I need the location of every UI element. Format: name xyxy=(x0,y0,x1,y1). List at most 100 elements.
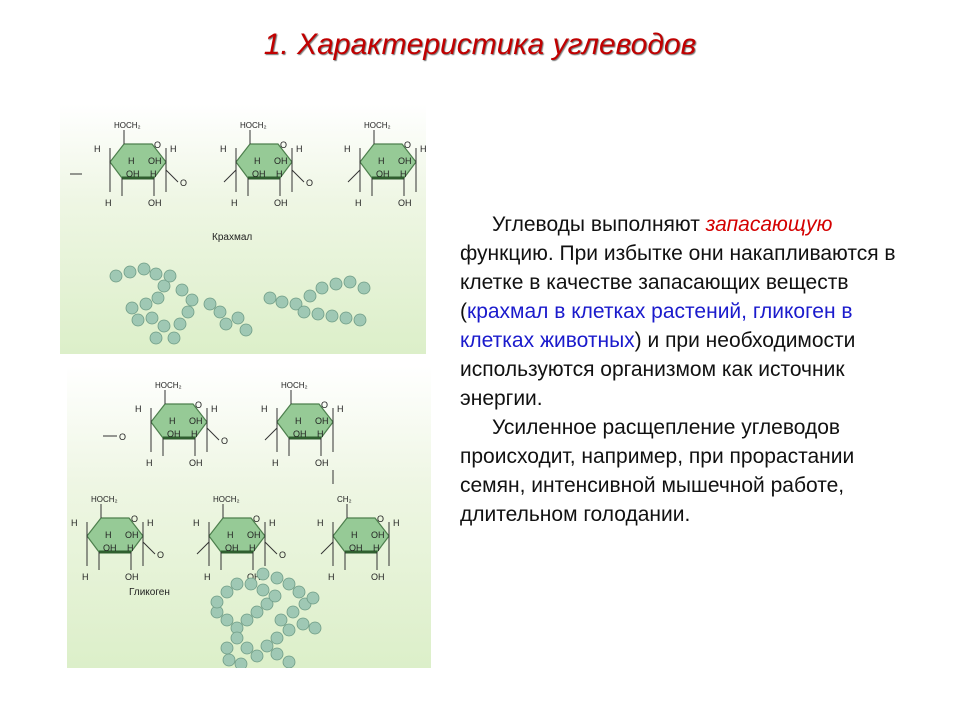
glucose-bead xyxy=(274,613,288,627)
oxygen-label: O xyxy=(280,140,287,150)
glycosidic-bond xyxy=(206,427,220,441)
h-label: H xyxy=(170,144,177,154)
h-label: H xyxy=(355,198,362,208)
h-label: H xyxy=(105,198,112,208)
h-label: H xyxy=(378,156,385,166)
h-label: H xyxy=(146,458,153,468)
h-label: H xyxy=(295,416,302,426)
glucose-bead xyxy=(210,595,224,609)
oh-label: OH xyxy=(252,169,266,179)
oh-label: OH xyxy=(148,156,162,166)
glucose-bead xyxy=(157,319,171,333)
bridge-oxygen-label: O xyxy=(221,436,228,446)
glucose-bead xyxy=(325,309,339,323)
h-label: H xyxy=(337,404,344,414)
glucose-bead xyxy=(220,585,234,599)
glucose-bead xyxy=(163,269,177,283)
oh-label: OH xyxy=(274,198,288,208)
starch-label: Крахмал xyxy=(212,232,252,243)
h-label: H xyxy=(105,530,112,540)
glucose-bead xyxy=(131,313,145,327)
oxygen-label: O xyxy=(131,514,138,524)
h-label: H xyxy=(373,543,380,553)
oxygen-label: O xyxy=(195,400,202,410)
glucose-bead xyxy=(222,653,236,667)
oh-label: OH xyxy=(371,530,385,540)
oh-label: OH xyxy=(189,416,203,426)
glycosidic-bond xyxy=(320,541,334,555)
glycogen-label: Гликоген xyxy=(129,587,170,598)
oh-label: OH xyxy=(167,429,181,439)
glucose-bead xyxy=(353,313,367,327)
glucose-bead xyxy=(306,591,320,605)
oh-label: OH xyxy=(126,169,140,179)
h-label: H xyxy=(204,572,211,582)
examples-text: крахмал в клетках растений, гликоген в к… xyxy=(460,300,853,352)
oh-label: OH xyxy=(247,530,261,540)
glucose-bead xyxy=(270,631,284,645)
glucose-bead xyxy=(268,589,282,603)
glucose-bead xyxy=(315,281,329,295)
glucose-bead xyxy=(282,577,296,591)
glucose-bead xyxy=(185,293,199,307)
h-label: H xyxy=(71,518,78,528)
glucose-bead xyxy=(303,289,317,303)
glucose-bead xyxy=(219,317,233,331)
h-label: H xyxy=(254,156,261,166)
h-label: H xyxy=(82,572,89,582)
glucose-bead xyxy=(270,571,284,585)
body-text: Углеводы выполняют запасающую функцию. П… xyxy=(460,210,900,529)
h-label: H xyxy=(135,404,142,414)
glycosidic-bond xyxy=(347,169,361,183)
bridge-oxygen-label: O xyxy=(306,178,313,188)
oh-label: OH xyxy=(349,543,363,553)
glucose-bead xyxy=(339,311,353,325)
glucose-bead xyxy=(270,647,284,661)
oh-label: OH xyxy=(247,572,261,582)
oh-label: OH xyxy=(315,416,329,426)
glucose-bead xyxy=(244,577,258,591)
glycosidic-bond xyxy=(196,541,210,555)
glucose-bead xyxy=(275,295,289,309)
glucose-bead xyxy=(203,297,217,311)
glucose-bead xyxy=(329,277,343,291)
oh-label: OH xyxy=(103,543,117,553)
h-label: H xyxy=(317,429,324,439)
glucose-bead xyxy=(181,305,195,319)
glucose-bead xyxy=(149,267,163,281)
h-label: H xyxy=(328,572,335,582)
h-label: H xyxy=(147,518,154,528)
glucose-bead xyxy=(357,281,371,295)
hoch2-label: HOCH₂ xyxy=(240,121,267,130)
glucose-bead xyxy=(149,331,163,345)
h-label: H xyxy=(269,518,276,528)
h-label: H xyxy=(150,169,157,179)
hoch2-label: HOCH₂ xyxy=(114,121,141,130)
h-label: H xyxy=(127,543,134,553)
h-label: H xyxy=(272,458,279,468)
glucose-bead xyxy=(175,283,189,297)
h-label: H xyxy=(249,543,256,553)
oh-label: OH xyxy=(315,458,329,468)
hoch2-label: HOCH₂ xyxy=(91,495,118,504)
h-label: H xyxy=(128,156,135,166)
glucose-bead xyxy=(123,265,137,279)
glucose-bead xyxy=(296,617,310,631)
hoch2-label: CH₂ xyxy=(337,495,352,504)
bridge-oxygen-label: O xyxy=(157,550,164,560)
oh-label: OH xyxy=(125,572,139,582)
glycosidic-bond xyxy=(264,541,278,555)
glucose-bead xyxy=(343,275,357,289)
text-segment: Углеводы выполняют xyxy=(492,213,706,236)
glucose-bead xyxy=(308,621,322,635)
h-label: H xyxy=(420,144,426,154)
bridge-oxygen-label: O xyxy=(279,550,286,560)
oxygen-label: O xyxy=(377,514,384,524)
glucose-bead xyxy=(286,605,300,619)
glucose-bead xyxy=(297,305,311,319)
glucose-bead xyxy=(125,301,139,315)
